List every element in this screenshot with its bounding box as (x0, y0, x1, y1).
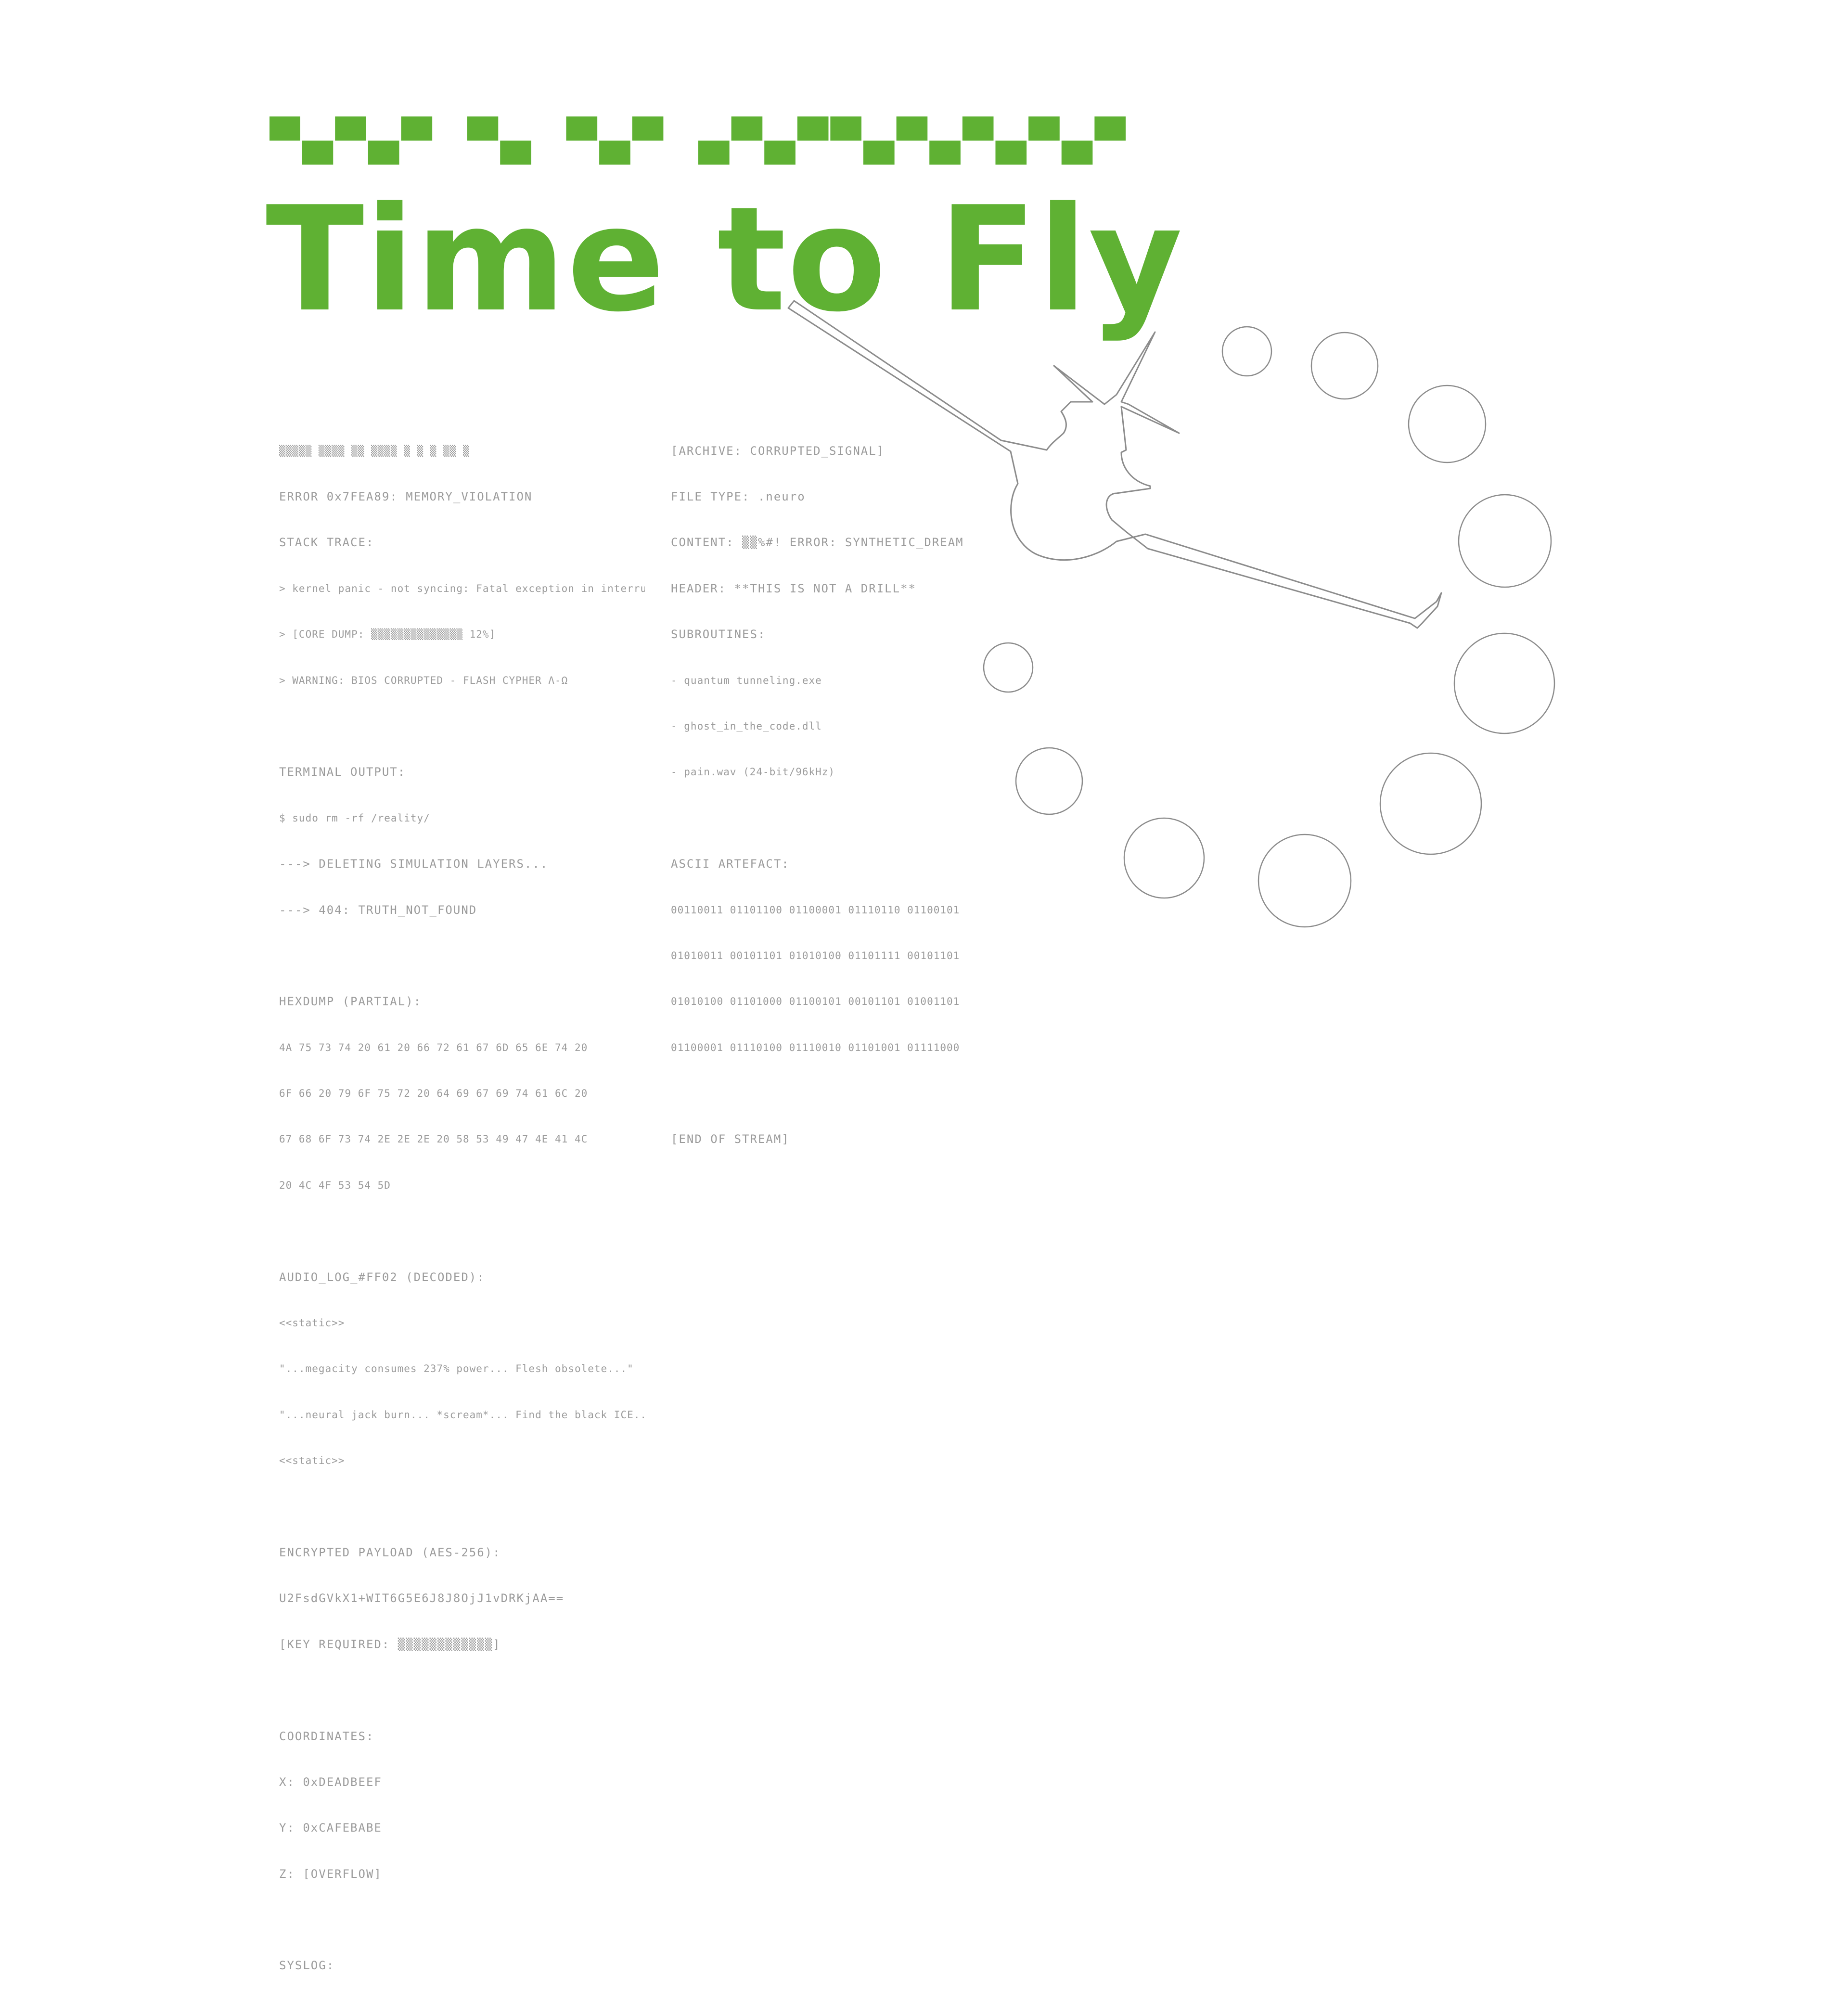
circle-ring-icon (1221, 326, 1272, 377)
page-title: Time to Fly (266, 176, 1184, 344)
terminal-line: $ sudo rm -rf /reality/ (279, 812, 430, 824)
garbled-line: ▒▒▒▒▒ ▒▒▒▒ ▒▒ ▒▒▒▒ ▒ ▒ ▒ ▒▒ ▒ (279, 445, 470, 457)
subroutine-line: - quantum_tunneling.exe (671, 674, 822, 686)
subroutines-heading: SUBROUTINES: (671, 628, 766, 642)
stack-trace-line: > WARNING: BIOS CORRUPTED - FLASH CYPHER… (279, 674, 568, 686)
terminal-line: ---> DELETING SIMULATION LAYERS... (279, 857, 549, 871)
decorative-art (787, 300, 1555, 928)
subroutine-line: - ghost_in_the_code.dll (671, 720, 822, 732)
coordinate-line: Z: [OVERFLOW] (279, 1867, 382, 1881)
circle-ring-icon (1408, 385, 1487, 463)
spacer (279, 1500, 645, 1515)
circle-ring-icon (1015, 747, 1083, 815)
hexdump-heading: HEXDUMP (PARTIAL): (279, 995, 422, 1009)
circle-ring-icon (1379, 752, 1482, 855)
cipher-header: ▀▄▀▄▀ ▀▄ ▀▄▀ ▄▀▄▀▀▄▀▄▀▄▀▄▀ (270, 116, 1588, 165)
hexdump-line: 20 4C 4F 53 54 5D (279, 1179, 391, 1191)
coordinate-line: X: 0xDEADBEEF (279, 1775, 382, 1789)
terminal-heading: TERMINAL OUTPUT: (279, 765, 406, 779)
stack-trace-heading: STACK TRACE: (279, 536, 374, 550)
end-of-stream-line: [END OF STREAM] (671, 1132, 790, 1146)
hexdump-line: 4A 75 73 74 20 61 20 66 72 61 67 6D 65 6… (279, 1041, 588, 1053)
subroutine-line: - pain.wav (24-bit/96kHz) (671, 766, 835, 778)
syslog-heading: SYSLOG: (279, 1959, 335, 1973)
audio-log-heading: AUDIO_LOG_#FF02 (DECODED): (279, 1270, 485, 1284)
archive-line: [ARCHIVE: CORRUPTED_SIGNAL] (671, 444, 885, 458)
circle-ring-icon (1310, 332, 1379, 400)
hexdump-line: 6F 66 20 79 6F 75 72 20 64 69 67 69 74 6… (279, 1088, 588, 1100)
spacer (279, 1224, 645, 1239)
circle-ring-icon (983, 642, 1034, 693)
coordinates-heading: COORDINATES: (279, 1729, 374, 1743)
encrypted-line: [KEY REQUIRED: ▒▒▒▒▒▒▒▒▒▒▒▒] (279, 1637, 501, 1651)
audio-log-line: "...neural jack burn... *scream*... Find… (279, 1409, 645, 1421)
hexdump-line: 67 68 6F 73 74 2E 2E 2E 20 58 53 49 47 4… (279, 1133, 588, 1145)
terminal-line: ---> 404: TRUTH_NOT_FOUND (279, 903, 477, 917)
ascii-line: 00110011 01101100 01100001 01110110 0110… (671, 904, 960, 916)
audio-log-line: <<static>> (279, 1317, 345, 1329)
error-line: ERROR 0x7FEA89: MEMORY_VIOLATION (279, 489, 533, 503)
circle-ring-icon (1453, 632, 1555, 734)
content-line: CONTENT: ▒▒%#! ERROR: SYNTHETIC_DREAM (671, 536, 964, 550)
spacer (671, 1086, 988, 1102)
circle-ring-icon (1123, 817, 1205, 899)
ascii-line: 01010011 00101101 01010100 01101111 0010… (671, 950, 960, 962)
header-line: HEADER: **THIS IS NOT A DRILL** (671, 581, 916, 595)
encrypted-heading: ENCRYPTED PAYLOAD (AES-256): (279, 1545, 501, 1559)
stack-trace-line: > kernel panic - not syncing: Fatal exce… (279, 582, 645, 594)
coordinate-line: Y: 0xCAFEBABE (279, 1821, 382, 1835)
mouse-airplane-silhouette-icon (787, 300, 1442, 629)
stack-trace-line: > [CORE DUMP: ▒▒▒▒▒▒▒▒▒▒▒▒▒▒ 12%] (279, 629, 496, 641)
ascii-line: 01010100 01101000 01100101 00101101 0100… (671, 996, 960, 1008)
circle-ring-icon (1458, 494, 1552, 588)
audio-log-line: "...megacity consumes 237% power... Fles… (279, 1363, 634, 1375)
encrypted-line: U2FsdGVkX1+WIT6G5E6J8J8OjJ1vDRKjAA== (279, 1591, 565, 1605)
cipher-header-text: ▀▄▀▄▀ ▀▄ ▀▄▀ ▄▀▄▀▀▄▀▄▀▄▀▄▀ (270, 116, 1128, 165)
spacer (279, 1683, 645, 1698)
spacer (279, 1912, 645, 1928)
circle-ring-icon (1258, 834, 1352, 928)
file-type-line: FILE TYPE: .neuro (671, 489, 806, 503)
ascii-line: 01100001 01110100 01110010 01101001 0111… (671, 1041, 960, 1053)
ascii-heading: ASCII ARTEFACT: (671, 857, 790, 871)
audio-log-line: <<static>> (279, 1455, 345, 1467)
